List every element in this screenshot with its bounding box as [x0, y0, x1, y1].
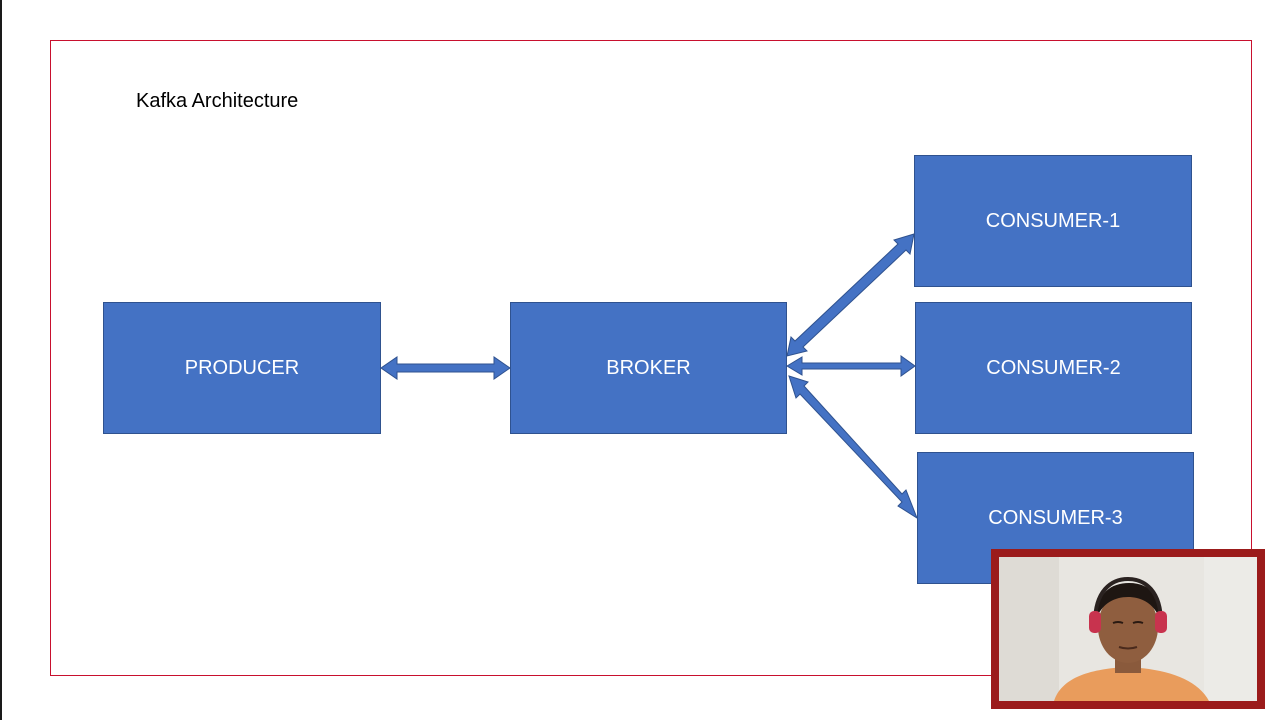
consumer-1-label: CONSUMER-1 [985, 209, 1121, 232]
arrow-broker-consumer-3 [788, 375, 919, 520]
presenter-video [999, 557, 1257, 701]
slide-title: Kafka Architecture [136, 90, 299, 112]
arrow-producer-broker [380, 356, 511, 380]
arrow-broker-consumer-2 [786, 355, 916, 377]
consumer-2-label: CONSUMER-2 [986, 356, 1121, 379]
broker-label: BROKER [606, 356, 691, 379]
consumer-1-box: CONSUMER-1 [914, 155, 1192, 287]
producer-box: PRODUCER [103, 302, 381, 434]
arrow-broker-consumer-1 [786, 233, 915, 357]
webcam-overlay [991, 549, 1265, 709]
consumer-3-label: CONSUMER-3 [988, 506, 1123, 529]
broker-box: BROKER [510, 302, 787, 434]
producer-label: PRODUCER [184, 356, 300, 379]
slide-frame [50, 40, 1252, 676]
window-edge [0, 0, 2, 720]
consumer-2-box: CONSUMER-2 [915, 302, 1192, 434]
